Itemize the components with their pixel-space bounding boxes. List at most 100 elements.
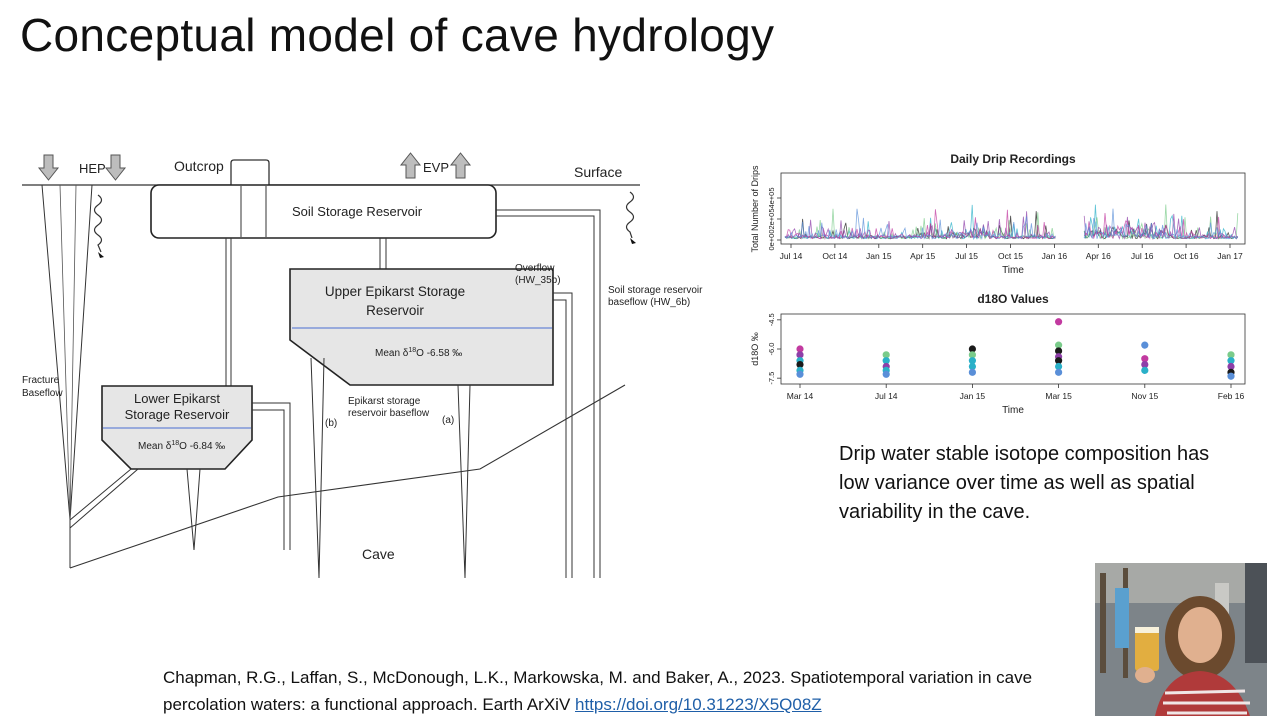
hep-label: HEP [79,161,106,176]
drip-y-tick-label: 0e+00 [767,229,776,250]
upper-epikarst-title-2: Reservoir [366,303,424,318]
d18o-point [968,345,976,353]
drip-series-line [784,208,1239,241]
cave-label: Cave [362,546,395,562]
d18o-x-ticks: Mar 14 Jul 14 Jan 15 Mar 15 Nov 15 Feb 16 [787,384,1245,401]
evp-label: EVP [423,160,449,175]
drip-y-tick-label: 2e+05 [767,208,776,229]
drip-x-label: Time [1002,265,1024,276]
d18o-point [1141,355,1149,363]
d18o-chart: d18O Values Mar 14 Jul 14 Jan 15 Mar 15 Nov … [750,292,1246,416]
marker-b: (b) [325,418,337,429]
epikarst-baseflow-label-2: reservoir baseflow [348,408,430,419]
drip-x-ticks: Jul 14 Oct 14 Jan 15 Apr 15 Jul 15 Oct 15 Jan … [780,244,1243,261]
drip-x-tick-label: Jul 14 [780,251,803,261]
d18o-chart-title: d18O Values [977,292,1049,306]
lower-baseflow-path [186,468,201,551]
drip-x-tick-label: Jan 17 [1217,251,1243,261]
drip-y-label: Total Number of Drips [750,165,760,253]
overflow-path [553,292,573,578]
d18o-chart-frame [780,313,1246,385]
upper-epikarst-reservoir [289,268,554,386]
evp-arrow-icon [449,152,472,179]
d18o-x-tick-label: Nov 15 [1131,391,1158,401]
d18o-points-group [796,318,1235,380]
d18o-point [1141,366,1149,374]
drip-x-tick-label: Jul 16 [1131,251,1154,261]
lower-epikarst-title-2: Storage Reservoir [125,407,230,422]
d18o-point [968,362,976,371]
d18o-x-tick-label: Jan 15 [960,391,986,401]
fracture-label-2: Baseflow [22,388,63,399]
epikarst-baseflow-label-1: Epikarst storage [348,396,421,407]
daily-drip-chart: Daily Drip Recordings Jul 14 Oct 14 Jan 15… [750,152,1246,276]
d18o-point [1227,357,1235,365]
d18o-point [968,351,976,359]
soil-baseflow-path [496,209,601,578]
drip-x-tick-label: Jul 15 [955,251,978,261]
d18o-point [1055,362,1063,371]
drip-x-tick-label: Jan 15 [866,251,892,261]
drip-chart-title: Daily Drip Recordings [950,152,1076,166]
citation: Chapman, R.G., Laffan, S., McDonough, L.… [163,664,1093,718]
d18o-point [968,368,976,376]
drip-x-tick-label: Oct 14 [822,251,847,261]
d18o-x-tick-label: Mar 15 [1045,391,1072,401]
overflow-label-2: (HW_35b) [515,275,561,286]
d18o-point [1141,341,1149,349]
d18o-point [1141,360,1149,369]
upper-epikarst-mean: Mean δ18O -6.58 ‰ [375,347,462,359]
overflow-label-1: Overflow [515,263,555,274]
drip-x-tick-label: Oct 15 [998,251,1023,261]
d18o-point [882,357,890,365]
lower-epikarst-title-1: Lower Epikarst [134,391,220,406]
outcrop-shape [230,159,270,186]
soil-baseflow-label-1: Soil storage reservoir [608,285,703,296]
d18o-x-tick-label: Mar 14 [787,391,814,401]
upper-baseflow-path-a [457,384,471,579]
d18o-point [1227,372,1235,380]
citation-doi-link[interactable]: https://doi.org/10.31223/X5Q08Z [575,695,822,714]
d18o-y-tick-label: -7.5 [767,372,776,385]
d18o-point [1227,362,1235,371]
lower-epikarst-mean: Mean δ18O -6.84 ‰ [138,440,225,452]
d18o-point [796,345,804,353]
upper-epikarst-title-1: Upper Epikarst Storage [325,284,465,299]
d18o-x-label: Time [1002,405,1024,416]
infiltration-wave-icon [625,191,635,239]
d18o-point [882,351,890,359]
drip-x-tick-label: Apr 15 [910,251,935,261]
d18o-y-tick-label: -4.5 [767,313,776,326]
d18o-point [796,370,804,378]
drip-x-tick-label: Apr 16 [1086,251,1111,261]
d18o-point [1055,368,1063,376]
surface-label: Surface [574,164,622,180]
d18o-y-label: d18O ‰ [750,332,760,366]
slide-title: Conceptual model of cave hydrology [20,9,775,61]
d18o-x-tick-label: Jul 14 [875,391,898,401]
summary-text: Drip water stable isotope composition ha… [839,443,1210,523]
fracture-flow-path [41,184,93,521]
lower-overflow-path [252,402,291,550]
drip-series-group [784,204,1239,241]
drip-y-tick-label: 4e+05 [767,187,776,208]
d18o-point [796,351,804,359]
drip-x-tick-label: Jan 16 [1042,251,1068,261]
d18o-y-ticks: -4.5 -6.0 -7.5 [767,313,781,385]
fracture-label-1: Fracture [22,375,60,386]
d18o-x-tick-label: Feb 16 [1218,391,1245,401]
d18o-point [1227,351,1235,359]
hep-arrow-icon [37,154,60,181]
drip-chart-frame [780,172,1246,245]
citation-text: Chapman, R.G., Laffan, S., McDonough, L.… [163,668,1033,714]
d18o-point [1055,347,1063,355]
soil-storage-reservoir [150,184,497,239]
d18o-point [1055,341,1063,349]
hydrology-diagram: HEP EVP Outcrop Surface Soil Storage Res… [22,152,703,579]
d18o-y-tick-label: -6.0 [767,343,776,356]
d18o-point [1055,318,1063,326]
upper-baseflow-path-b [310,357,325,579]
d18o-point [796,360,804,369]
hep-arrow-icon [104,154,127,181]
